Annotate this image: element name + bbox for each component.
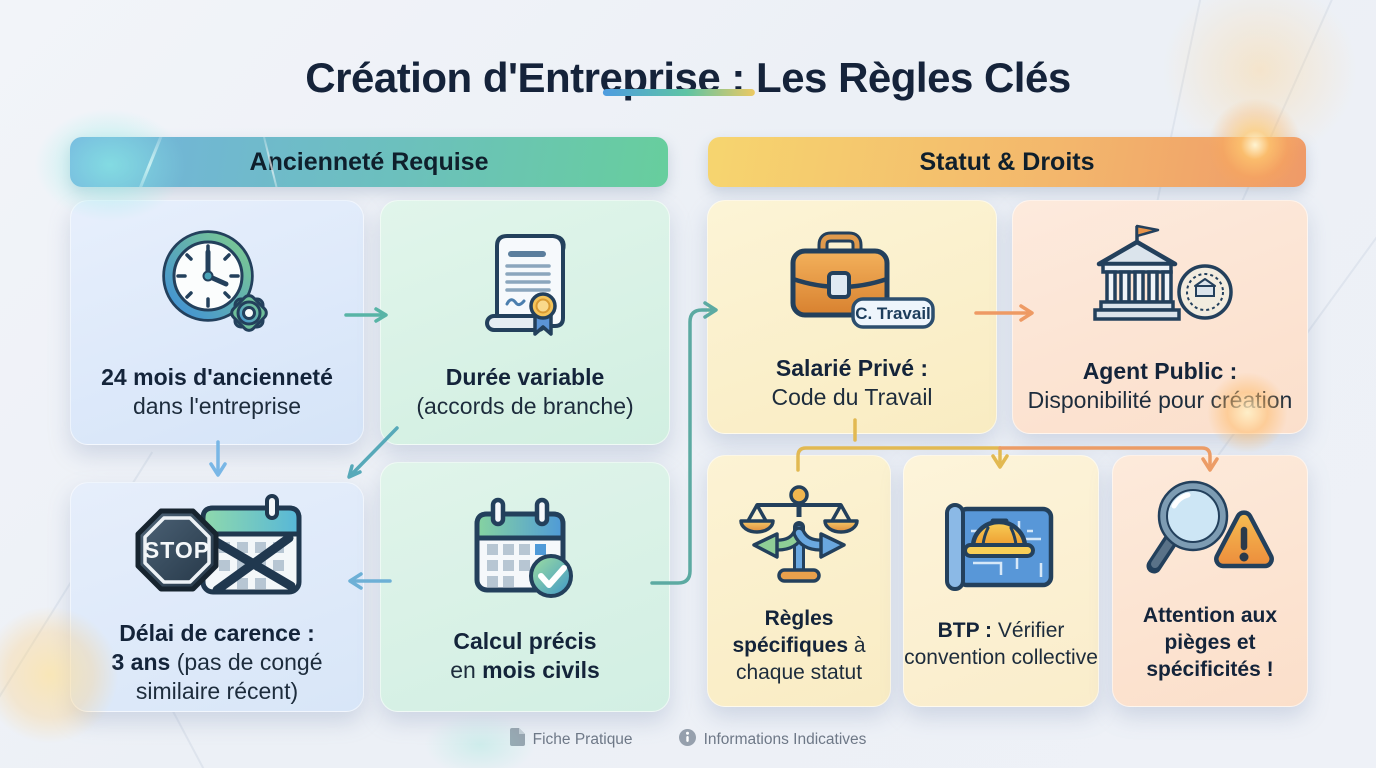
card-label: Calcul précis en mois civils [450,627,600,683]
card-label: Durée variable (accords de branche) [416,364,634,419]
card-label: BTP : Vérifier convention collective [904,618,1098,669]
footer-label: Informations Indicatives [703,730,867,748]
footer: Fiche Pratique Informations Indicatives [0,728,1376,751]
footer-item-fiche: Fiche Pratique [509,728,633,751]
svg-text:C. Travail: C. Travail [855,304,931,323]
footer-item-infos: Informations Indicatives [678,728,867,751]
svg-text:STOP: STOP [143,537,209,563]
section-header-label: Ancienneté Requise [249,147,489,176]
card-calcul-mois-civils: Calcul précis en mois civils [380,462,670,712]
title-underline [602,89,755,96]
card-regles-specifiques: Règles spécifiques à chaque statut [707,455,891,707]
stop-calendar-icon: STOP [125,488,310,605]
card-duree-variable: Durée variable (accords de branche) [380,200,670,445]
card-label: 24 mois d'ancienneté dans l'entreprise [101,364,333,419]
clock-gear-icon [152,224,282,349]
card-anciennete-24-mois: 24 mois d'ancienneté dans l'entreprise [70,200,364,445]
footer-label: Fiche Pratique [532,730,633,748]
certificate-icon [465,224,585,349]
calendar-check-icon [463,490,588,613]
card-label: Règles spécifiques à chaque statut [732,607,866,684]
document-icon [509,728,525,751]
section-header-anciennete: Ancienneté Requise [70,137,668,187]
card-salarie-prive: C. Travail Salarié Privé : Code du Trava… [707,200,997,434]
magnifier-warning-icon [1141,478,1279,589]
bank-icon [1075,220,1245,343]
blueprint-helmet-icon [937,491,1065,604]
briefcase-icon: C. Travail [765,223,940,340]
card-label: Agent Public : Disponibilité pour créati… [1027,357,1293,413]
card-delai-carence: STOP Délai de carence : 3 ans (pas de co… [70,482,364,712]
scales-arrows-icon [737,475,862,592]
section-header-label: Statut & Droits [919,147,1095,176]
card-label: Délai de carence : 3 ans (pas de congé s… [111,620,323,704]
section-header-statut: Statut & Droits [708,137,1306,187]
card-label: Salarié Privé : Code du Travail [771,354,933,410]
card-agent-public: Agent Public : Disponibilité pour créati… [1012,200,1308,434]
card-btp-convention: BTP : Vérifier convention collective [903,455,1099,707]
card-label: Attention aux pièges et spécificités ! [1142,604,1278,681]
info-icon [678,728,696,751]
card-attention-pieges: Attention aux pièges et spécificités ! [1112,455,1308,707]
arrow-c1-to-c3 [209,440,227,477]
